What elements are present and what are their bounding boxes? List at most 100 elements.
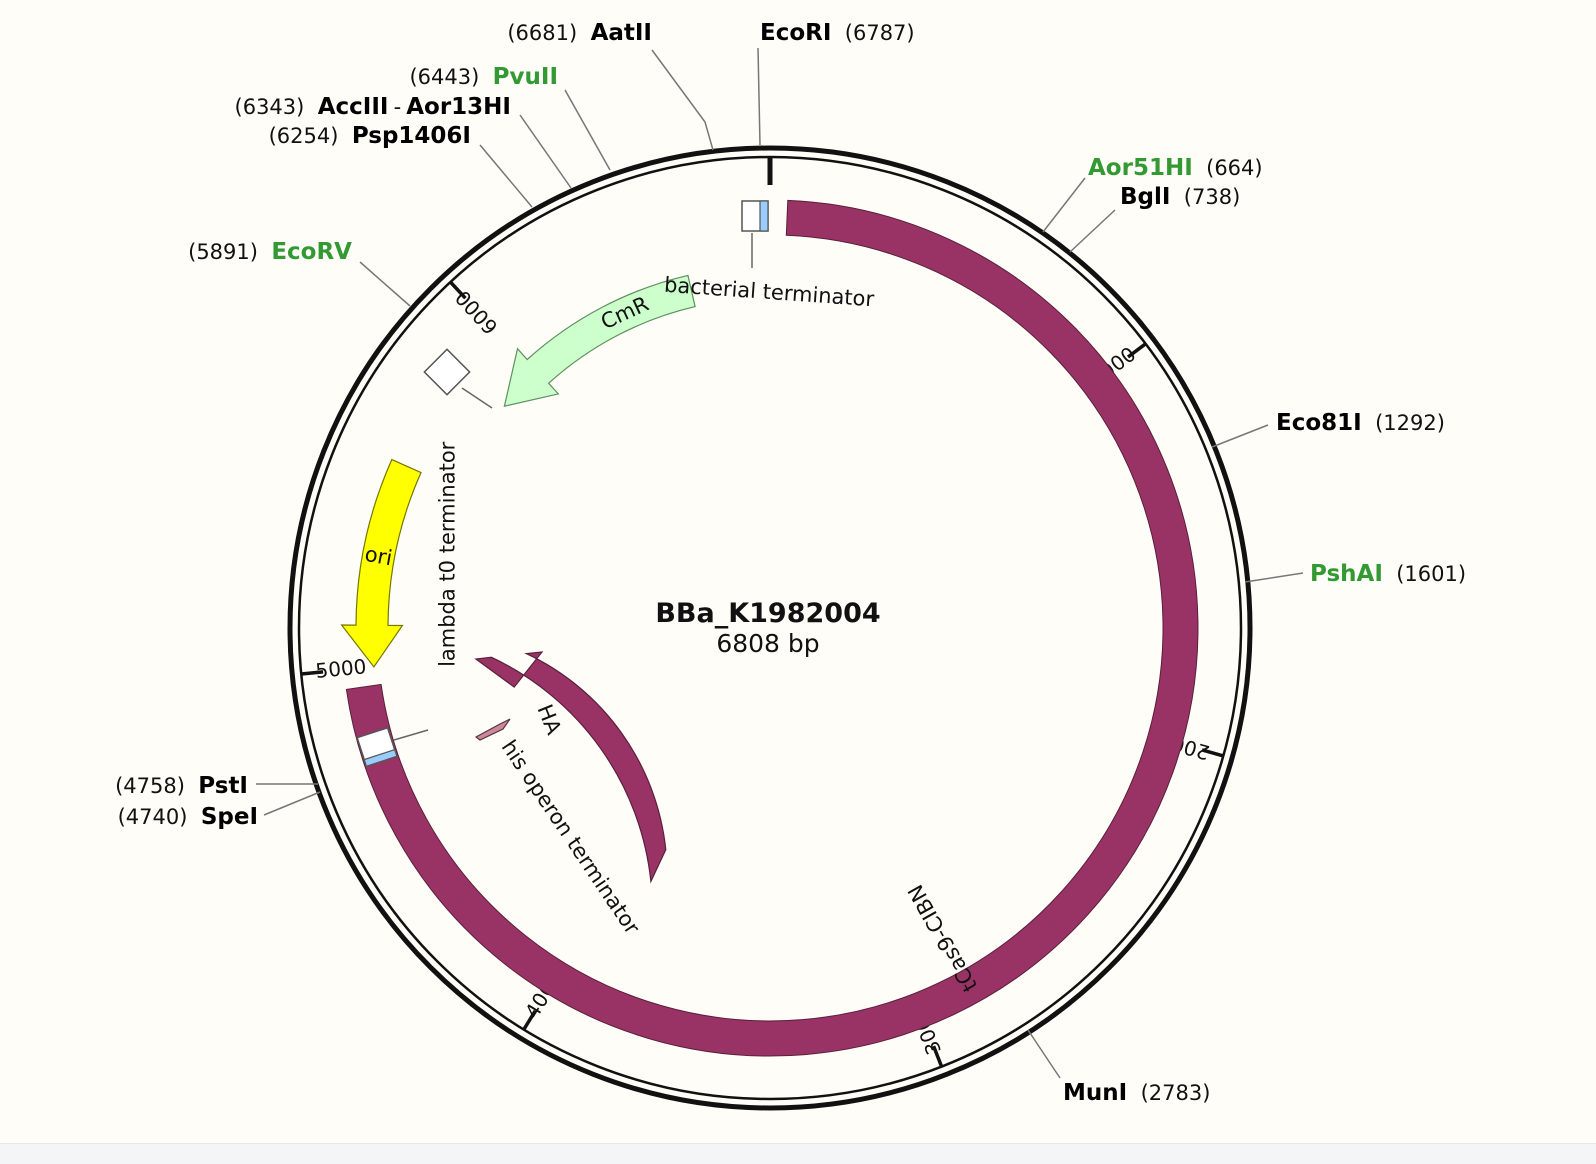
site-muni-label: MunI (2783) [1063, 1080, 1210, 1106]
tick-label-5000: 5000 [314, 654, 367, 683]
site-separator: - [394, 95, 402, 119]
site-muni-pos: (2783) [1141, 1081, 1211, 1105]
tick-mark-1000 [1126, 342, 1147, 359]
site-acciii: (6343) AccIII - Aor13HI [235, 94, 572, 189]
site-aatii-label: (6681) AatII [507, 20, 652, 46]
tick-mark-6000 [449, 280, 467, 300]
tick-mark-4000 [522, 1009, 537, 1031]
site-psp1406i-leader [479, 144, 533, 208]
ori-arrow [340, 458, 422, 668]
backbone-outer-circle [287, 145, 1253, 1111]
site-psti: (4758) PstI [115, 773, 318, 799]
site-ecori-pos: (6787) [845, 21, 915, 45]
site-pvuii-pos: (6443) [409, 65, 479, 89]
site-ecorv-leader [359, 261, 411, 307]
site-bgli-name: BglI [1120, 184, 1170, 210]
site-spei-name: SpeI [201, 804, 258, 830]
site-gap [831, 21, 844, 45]
lambda-terminator-box-box [423, 348, 471, 396]
site-ecori-leader [757, 47, 761, 146]
center-label: BBa_K1982004 6808 bp [655, 598, 880, 658]
site-aor51hi-pos: (664) [1206, 156, 1262, 180]
site-gap [1383, 562, 1396, 586]
site-gap [577, 21, 590, 45]
site-gap [187, 805, 200, 829]
bottom-strip [0, 1143, 1596, 1164]
site-aor51hi-label: Aor51HI (664) [1088, 155, 1263, 181]
site-gap [304, 95, 317, 119]
plasmid-name: BBa_K1982004 [655, 598, 880, 629]
site-pvuii-leader [564, 89, 611, 171]
his-terminator-box [356, 726, 398, 768]
site-gap [185, 774, 198, 798]
site-gap [479, 65, 492, 89]
site-pshai-label: PshAI (1601) [1310, 561, 1466, 587]
his-terminator-leader [393, 729, 429, 741]
bacterial-terminator-box [741, 200, 769, 232]
tick-label-6000: 6000 [450, 286, 502, 340]
ori-label: ori [363, 542, 394, 570]
site-ecorv-label: (5891) EcoRV [188, 239, 352, 265]
backbone-inner-circle [297, 155, 1243, 1101]
site-aor51hi-leader [1042, 177, 1086, 233]
site-acciii-name: AccIII [318, 94, 389, 120]
site-spei: (4740) SpeI [118, 791, 321, 830]
site-eco81i-label: Eco81I (1292) [1276, 410, 1445, 436]
site-bgli-label: BglI (738) [1120, 184, 1240, 210]
site-gap [258, 240, 271, 264]
site-psp1406i-name: Psp1406I [352, 123, 471, 149]
site-muni-name: MunI [1063, 1080, 1127, 1106]
site-muni-leader [1027, 1029, 1061, 1079]
cmr-arrow [503, 274, 696, 407]
his-terminator-box-blue [363, 748, 398, 767]
site-gap [1170, 185, 1183, 209]
site-ecorv: (5891) EcoRV [188, 239, 411, 307]
site-ecori-label: EcoRI (6787) [760, 20, 915, 46]
site-acciii-leader [519, 114, 572, 189]
site-gap [338, 124, 351, 148]
site-acciii-name: Aor13HI [406, 94, 511, 120]
backbone [287, 145, 1253, 1111]
site-gap [1362, 411, 1375, 435]
site-ecorv-name: EcoRV [271, 239, 352, 265]
site-bgli-leader [1069, 209, 1116, 253]
site-psp1406i: (6254) Psp1406I [269, 123, 533, 208]
site-pshai: PshAI (1601) [1244, 561, 1466, 587]
tick-mark-5000 [301, 670, 324, 676]
site-acciii-label: (6343) AccIII - Aor13HI [235, 94, 511, 120]
site-aatii: (6681) AatII [507, 20, 714, 151]
bacterial-terminator-box-blue [759, 200, 769, 232]
lambda-terminator-leader [461, 387, 493, 409]
site-ecorv-pos: (5891) [188, 240, 258, 264]
lambda-terminator-box [423, 348, 471, 396]
site-pvuii-label: (6443) PvuII [409, 64, 558, 90]
site-psti-pos: (4758) [115, 774, 185, 798]
tcas9-cibn-label: tCas9-CIBN [903, 880, 982, 995]
plasmid-size: 6808 bp [716, 629, 819, 658]
cds-arrow-lower [474, 651, 667, 884]
site-muni: MunI (2783) [1027, 1029, 1210, 1106]
site-pvuii: (6443) PvuII [409, 64, 611, 171]
site-aatii-leader [651, 49, 714, 151]
site-pvuii-name: PvuII [493, 64, 558, 90]
tick-mark-3000 [931, 1045, 944, 1068]
site-acciii-pos: (6343) [235, 95, 305, 119]
site-eco81i-leader [1211, 424, 1269, 448]
site-ecori: EcoRI (6787) [757, 20, 915, 146]
restriction-sites: EcoRI (6787) (6681) AatII (6443) PvuII (634… [115, 20, 1466, 1106]
site-pshai-pos: (1601) [1396, 562, 1466, 586]
site-gap [1127, 1081, 1140, 1105]
site-aatii-name: AatII [591, 20, 652, 46]
site-spei-leader [263, 791, 321, 816]
site-aor51hi-name: Aor51HI [1088, 155, 1193, 181]
site-aor51hi: Aor51HI (664) [1042, 155, 1263, 233]
site-ecori-name: EcoRI [760, 20, 831, 46]
site-psp1406i-pos: (6254) [269, 124, 339, 148]
site-eco81i-name: Eco81I [1276, 410, 1362, 436]
site-pshai-leader [1244, 572, 1304, 583]
site-bgli-pos: (738) [1184, 185, 1240, 209]
site-pshai-name: PshAI [1310, 561, 1383, 587]
